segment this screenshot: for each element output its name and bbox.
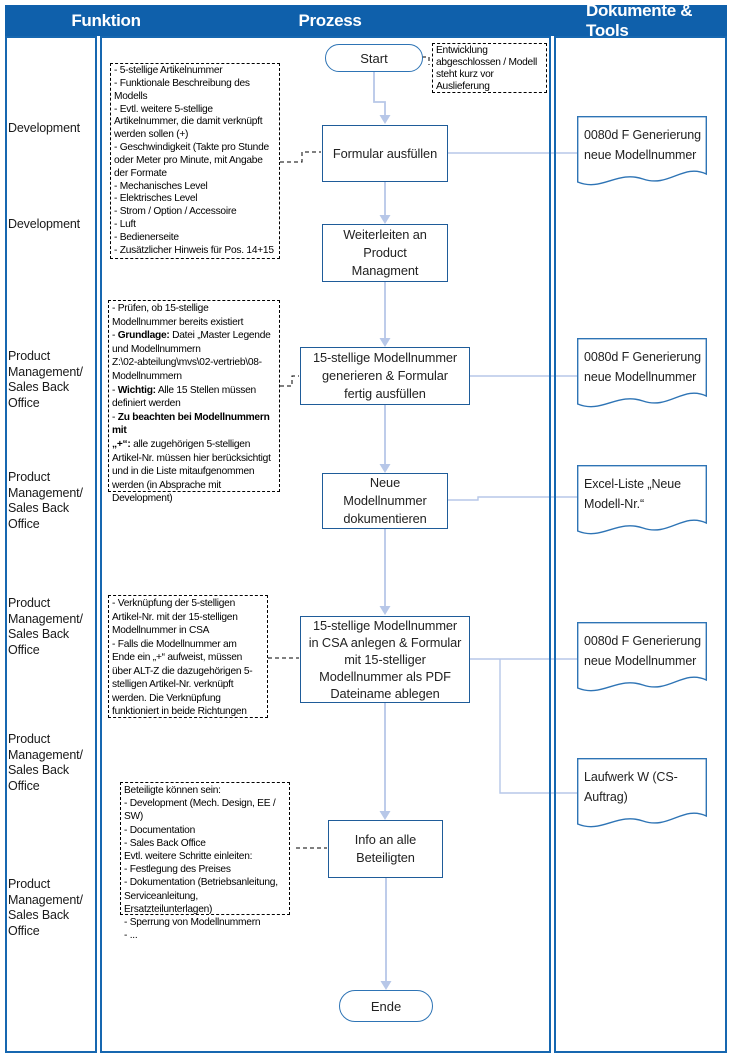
funktion-label-pm-sbo-1: Product Management/ Sales Back Office — [8, 349, 83, 410]
end-node: Ende — [339, 990, 433, 1022]
funktion-label-pm-sbo-4: Product Management/ Sales Back Office — [8, 732, 83, 793]
funktion-label-pm-sbo-5: Product Management/ Sales Back Office — [8, 877, 83, 938]
process-step-csa-anlegen: 15-stellige Modellnummer in CSA anlegen … — [300, 616, 470, 703]
lane-dokumente-tools — [554, 36, 727, 1053]
process-step-modellnummer-dokumentieren: Neue Modellnummer dokumentieren — [322, 473, 448, 529]
document-shape — [577, 758, 707, 828]
header-dokumente-tools: Dokumente & Tools — [586, 0, 693, 40]
document-shape — [577, 116, 707, 186]
annotation-verknuepfung-note: - Verknüpfung der 5-stelligen Artikel-Nr… — [108, 595, 268, 718]
annotation-beteiligte-note: Beteiligte können sein: - Development (M… — [120, 782, 290, 941]
annotation-start-note: Entwicklung abgeschlossen / Modell steht… — [432, 43, 547, 93]
document-label: 0080d F Generierung neue Modellnummer — [584, 128, 701, 162]
lane-funktion — [5, 36, 97, 1053]
lane-prozess — [100, 36, 551, 1053]
funktion-label-pm-sbo-2: Product Management/ Sales Back Office — [8, 470, 83, 531]
funktion-label-development-1: Development — [8, 121, 81, 135]
document-shape — [577, 465, 707, 535]
header-funktion: Funktion — [71, 10, 141, 30]
document-node: 0080d F Generierung neue Modellnummer — [577, 116, 707, 194]
document-shape — [577, 338, 707, 408]
document-node: 0080d F Generierung neue Modellnummer — [577, 338, 707, 416]
header-prozess: Prozess — [298, 10, 362, 30]
document-node: Laufwerk W (CS- Auftrag) — [577, 758, 707, 836]
document-label: Excel-Liste „Neue Modell-Nr.“ — [584, 477, 681, 511]
header-bar — [5, 5, 727, 36]
document-shape — [577, 622, 707, 692]
process-step-info-beteiligte: Info an alle Beteiligten — [328, 820, 443, 878]
document-label: 0080d F Generierung neue Modellnummer — [584, 634, 701, 668]
process-step-modellnummer-generieren: 15-stellige Modellnummer generieren & Fo… — [300, 347, 470, 405]
document-label: 0080d F Generierung neue Modellnummer — [584, 350, 701, 384]
process-step-formular-ausfuellen: Formular ausfüllen — [322, 125, 448, 182]
document-node: 0080d F Generierung neue Modellnummer — [577, 622, 707, 700]
start-node: Start — [325, 44, 423, 72]
document-node: Excel-Liste „Neue Modell-Nr.“ — [577, 465, 707, 543]
flow-arrow-lines — [373, 72, 392, 990]
funktion-label-development-2: Development — [8, 217, 81, 231]
document-label: Laufwerk W (CS- Auftrag) — [584, 770, 678, 804]
annotation-formular-note: - 5-stellige Artikelnummer - Funktionale… — [110, 63, 280, 259]
annotation-link-lines — [268, 56, 430, 849]
annotation-pruefen-note: - Prüfen, ob 15-stellige Modellnummer be… — [108, 300, 280, 504]
funktion-label-pm-sbo-3: Product Management/ Sales Back Office — [8, 596, 83, 657]
process-step-weiterleiten: Weiterleiten an Product Managment — [322, 224, 448, 282]
